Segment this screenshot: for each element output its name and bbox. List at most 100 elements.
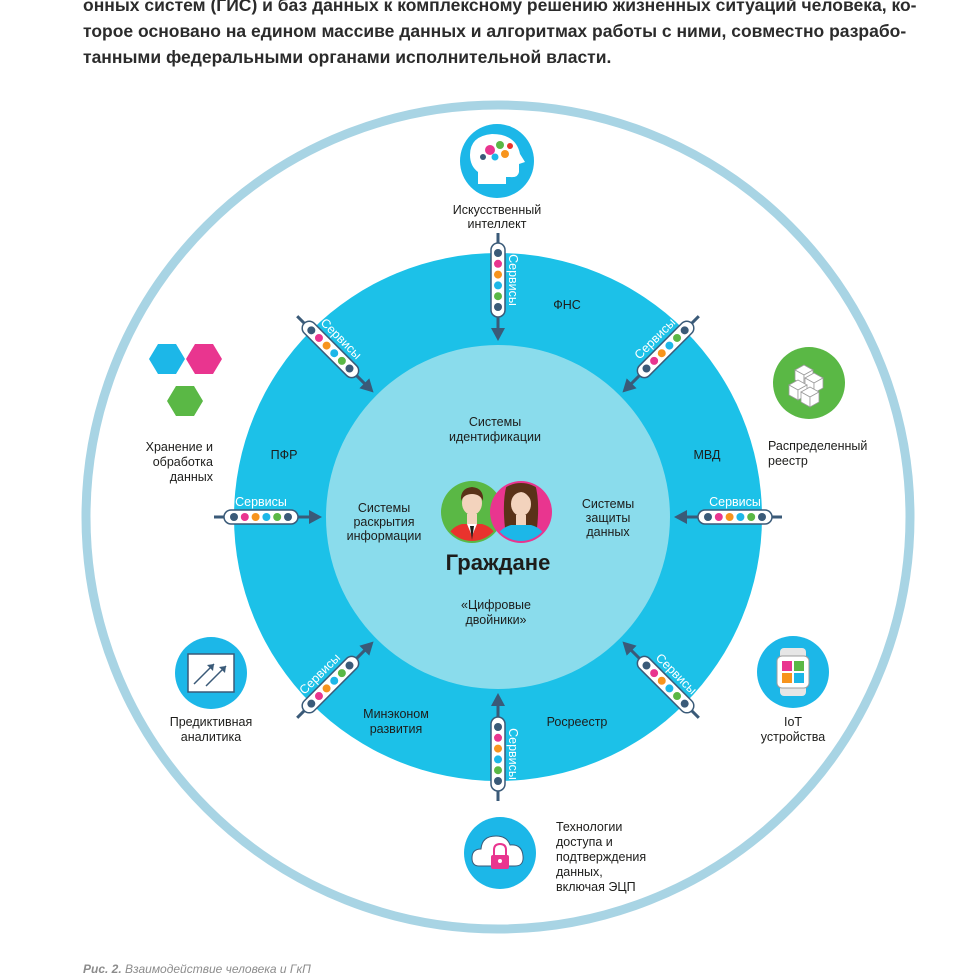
pill-dot: [494, 755, 502, 764]
caption-label: Рис. 2.: [83, 962, 122, 976]
intro-line-3: танными федеральными органами исполнител…: [83, 47, 612, 67]
caption-text: Взаимодействие человека и ГкП: [125, 962, 311, 976]
connector-top: Сервисы: [490, 233, 520, 341]
iot-watch-icon: [757, 636, 829, 708]
outer-ring: [81, 100, 915, 934]
pill-dot: [345, 364, 354, 373]
pill-dot: [273, 513, 282, 521]
pill-dot: [494, 292, 502, 301]
pill-dot: [322, 684, 331, 693]
pill-dot: [642, 661, 651, 670]
cloud-lock-icon: [464, 817, 536, 889]
protection-line2: защиты: [586, 511, 631, 525]
pill-dot: [714, 513, 723, 521]
pill-dot: [758, 513, 766, 521]
arrow-head: [491, 693, 505, 706]
pill-dot: [494, 777, 502, 785]
pill-dot: [665, 684, 674, 693]
arrow-head: [622, 378, 637, 393]
disclosure-line3: информации: [347, 529, 422, 543]
pill-dot: [251, 513, 260, 521]
protection-line3: данных: [586, 525, 630, 539]
tech-iot-line1: IoT: [784, 715, 802, 729]
arrow-head: [674, 510, 687, 524]
services-label: Сервисы: [506, 254, 520, 306]
agency-mineconom-line1: Минэконом: [363, 707, 429, 721]
pill-dot: [642, 364, 651, 373]
arrow-head: [622, 641, 637, 656]
identification-line2: идентификации: [449, 430, 541, 444]
pill-dot: [494, 259, 502, 268]
pill-dot: [494, 744, 502, 753]
connector-right: Сервисы: [674, 495, 782, 525]
agency-mvd: МВД: [694, 448, 721, 462]
pill-dot: [494, 281, 502, 290]
tech-ai-line2: интеллект: [468, 217, 527, 231]
tech-storage-line1: Хранение и: [146, 440, 213, 454]
tech-analytics-line2: аналитика: [181, 730, 242, 744]
arrow-head: [359, 378, 374, 393]
pill-dot: [673, 333, 682, 342]
pill-dot: [330, 349, 339, 358]
pill-dot: [673, 692, 682, 701]
tech-access-line4: данных,: [556, 865, 603, 879]
services-label: Сервисы: [235, 495, 287, 509]
agency-mineconom-line2: развития: [370, 722, 423, 736]
pill-dot: [736, 513, 745, 521]
intro-line-1: онных систем (ГИС) и баз данных к компле…: [83, 0, 917, 15]
services-pill: Сервисы: [697, 495, 773, 525]
pill-dot: [665, 341, 674, 350]
tech-access-line2: доступа и: [556, 835, 613, 849]
intro-line-2: торое основано на едином массиве данных …: [83, 21, 907, 41]
protection-line1: Системы: [582, 497, 634, 511]
tech-storage-line2: обработка: [153, 455, 213, 469]
pill-dot: [314, 333, 323, 342]
figure-caption: Рис. 2. Взаимодействие человека и ГкП: [83, 962, 311, 976]
pill-dot: [747, 513, 756, 521]
tech-analytics-line1: Предиктивная: [170, 715, 252, 729]
pill-dot: [704, 513, 712, 521]
pill-dot: [494, 733, 502, 742]
pill-dot: [345, 661, 354, 670]
pill-dot: [284, 513, 292, 521]
pill-dot: [230, 513, 238, 521]
agency-rosreestr: Росреестр: [547, 715, 608, 729]
arrow-head: [309, 510, 322, 524]
tech-access-line3: подтверждения: [556, 850, 646, 864]
agency-pfr: ПФР: [271, 448, 298, 462]
citizens-title: Граждане: [446, 550, 551, 575]
tech-access-line5: включая ЭЦП: [556, 880, 636, 894]
tech-iot-line2: устройства: [761, 730, 825, 744]
disclosure-line1: Системы: [358, 501, 410, 515]
pill-dot: [337, 356, 346, 365]
agency-fns: ФНС: [553, 298, 581, 312]
intro-text: онных систем (ГИС) и баз данных к компле…: [83, 0, 933, 70]
pill-dot: [650, 669, 659, 678]
connector-left: Сервисы: [214, 495, 322, 525]
pill-dot: [494, 766, 502, 775]
arrow-head: [491, 328, 505, 341]
tech-ledger-line1: Распределенный: [768, 439, 867, 453]
pill-dot: [494, 723, 502, 731]
services-pill: Сервисы: [223, 495, 299, 525]
pill-dot: [725, 513, 734, 521]
pill-dot: [494, 249, 502, 257]
services-label: Сервисы: [709, 495, 761, 509]
pill-dot: [657, 676, 666, 685]
services-label: Сервисы: [506, 728, 520, 780]
pill-dot: [330, 676, 339, 685]
pill-dot: [307, 326, 316, 335]
pill-dot: [680, 699, 689, 708]
ai-brain-icon: [460, 124, 534, 198]
disclosure-line2: раскрытия: [353, 515, 414, 529]
pill-dot: [494, 303, 502, 311]
arrow-head: [359, 641, 374, 656]
twins-line1: «Цифровые: [461, 598, 531, 612]
pill-dot: [680, 326, 689, 335]
predictive-analytics-chart-icon: [175, 637, 247, 709]
twins-line2: двойники»: [465, 613, 526, 627]
connector-bottom: Сервисы: [490, 693, 520, 801]
services-pill: Сервисы: [490, 716, 520, 792]
pill-dot: [337, 669, 346, 678]
